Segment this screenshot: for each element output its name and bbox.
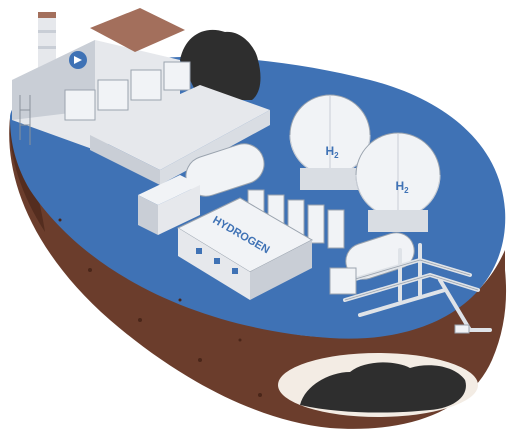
- pump-unit: [329, 267, 357, 295]
- container-units: [138, 175, 200, 235]
- pipe-outline: [334, 259, 479, 301]
- svg-text:H2: H2: [395, 179, 409, 195]
- plant-roof: [90, 8, 185, 52]
- cooling-units: [64, 61, 191, 121]
- power-plant: [12, 8, 270, 185]
- coal-pile: [180, 29, 261, 100]
- svg-text:H2: H2: [325, 144, 339, 160]
- tank-2-label-sub: 2: [404, 186, 409, 195]
- valve-unit: [454, 324, 470, 334]
- tank-1-label: H: [325, 144, 334, 158]
- tank-1-label-sub: 2: [334, 151, 339, 160]
- hydrogen-tank-1: H2: [289, 94, 371, 190]
- hydrogen-tank-2: H2: [355, 132, 441, 232]
- coal-deposit: [300, 362, 466, 413]
- turbine-hall: [90, 85, 270, 170]
- tank-2-label: H: [395, 179, 404, 193]
- soil-speckles: [58, 218, 262, 397]
- soil-side: [9, 118, 507, 429]
- hydrogen-building: HYDROGEN: [176, 197, 314, 300]
